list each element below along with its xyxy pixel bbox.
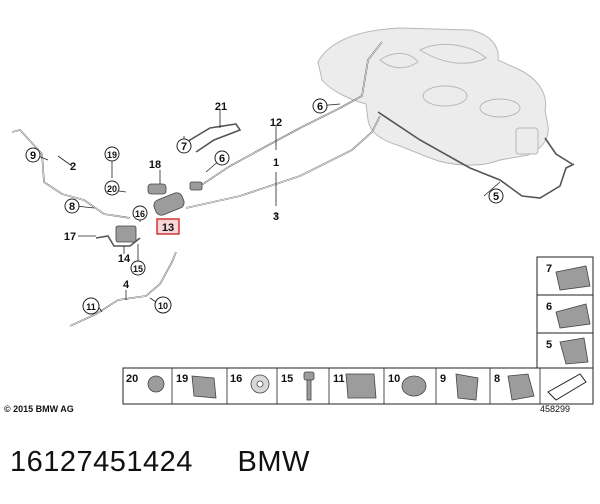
clip-6-part	[555, 303, 591, 329]
legend-right-6: 6	[546, 301, 552, 313]
fuel-filter-part	[115, 181, 203, 243]
svg-text:15: 15	[133, 264, 143, 274]
legend-bottom-19: 19	[176, 373, 188, 385]
svg-text:19: 19	[107, 150, 117, 160]
callout-5: 5	[488, 188, 504, 204]
callout-11: 11	[82, 297, 100, 315]
return-line	[377, 111, 575, 199]
svg-text:10: 10	[158, 301, 168, 311]
svg-text:20: 20	[107, 184, 117, 194]
svg-text:5: 5	[493, 191, 499, 203]
callout-16: 16	[132, 205, 148, 221]
clip-5-part	[559, 337, 589, 365]
svg-text:9: 9	[30, 150, 36, 162]
legend-right: 7 6 5	[536, 256, 594, 370]
brand-name: BMW	[237, 446, 310, 478]
fuel-line-3	[185, 115, 381, 209]
clamp-10-part	[401, 375, 427, 397]
callout-15: 15	[130, 260, 146, 276]
legend-bottom-9: 9	[440, 373, 446, 385]
clip-7-part	[555, 265, 591, 291]
callout-20: 20	[104, 180, 120, 196]
callout-6-lower: 6	[214, 150, 230, 166]
legend-bottom-15: 15	[281, 373, 293, 385]
nut-20-part	[147, 375, 165, 393]
callout-10: 10	[154, 296, 172, 314]
callout-17: 17	[64, 231, 76, 243]
svg-text:8: 8	[69, 201, 75, 213]
callout-14: 14	[118, 253, 131, 265]
fuel-line-4	[69, 251, 177, 327]
screw-15-shank	[306, 379, 312, 401]
fuel-line-21	[179, 123, 242, 153]
callout-8: 8	[64, 198, 80, 214]
callout-3: 3	[273, 211, 279, 223]
callout-21: 21	[215, 101, 227, 113]
callout-2: 2	[70, 161, 76, 173]
clamp-11-part	[345, 373, 377, 399]
callout-7: 7	[176, 138, 192, 154]
screw-15-part	[303, 371, 315, 381]
callout-12: 12	[270, 117, 282, 129]
callout-9: 9	[25, 147, 41, 163]
legend-bottom-11: 11	[333, 373, 345, 385]
callout-1: 1	[273, 157, 279, 169]
clip-8-part	[507, 373, 535, 401]
part-caption: 16127451424 BMW	[10, 446, 346, 479]
copyright-text: © 2015 BMW AG	[4, 404, 74, 414]
legend-bottom: 20 19 16 15 11 10 9 8	[122, 367, 594, 405]
svg-text:13: 13	[162, 222, 174, 234]
callout-18: 18	[149, 159, 161, 171]
callout-4: 4	[123, 279, 130, 291]
legend-bottom-20: 20	[126, 373, 138, 385]
fuel-line-2	[11, 129, 131, 219]
diagram-id: 458299	[540, 404, 571, 414]
legend-right-7: 7	[546, 263, 552, 275]
callout-13-highlighted: 13	[156, 218, 180, 235]
legend-right-5: 5	[546, 339, 552, 351]
legend-bottom-10: 10	[388, 373, 400, 385]
legend-bottom-8: 8	[494, 373, 500, 385]
svg-text:11: 11	[86, 302, 96, 312]
svg-text:16: 16	[135, 209, 145, 219]
fuel-line-diagram: 21 12 1 3 18 2 17 14 4 6 6 7 19 20 9 8 1…	[11, 27, 594, 405]
fuel-line-17	[95, 235, 141, 247]
callout-19: 19	[104, 146, 120, 162]
callout-6-upper: 6	[312, 98, 328, 114]
svg-text:6: 6	[219, 153, 225, 165]
svg-text:7: 7	[181, 141, 187, 153]
part-number: 16127451424	[10, 446, 193, 478]
fuel-line-1	[199, 41, 383, 187]
clip-9-part	[455, 373, 479, 401]
arrow-icon	[547, 373, 587, 401]
svg-text:6: 6	[317, 101, 323, 113]
clip-19-part	[191, 375, 217, 399]
legend-bottom-16: 16	[230, 373, 242, 385]
fuel-tank	[317, 27, 549, 166]
